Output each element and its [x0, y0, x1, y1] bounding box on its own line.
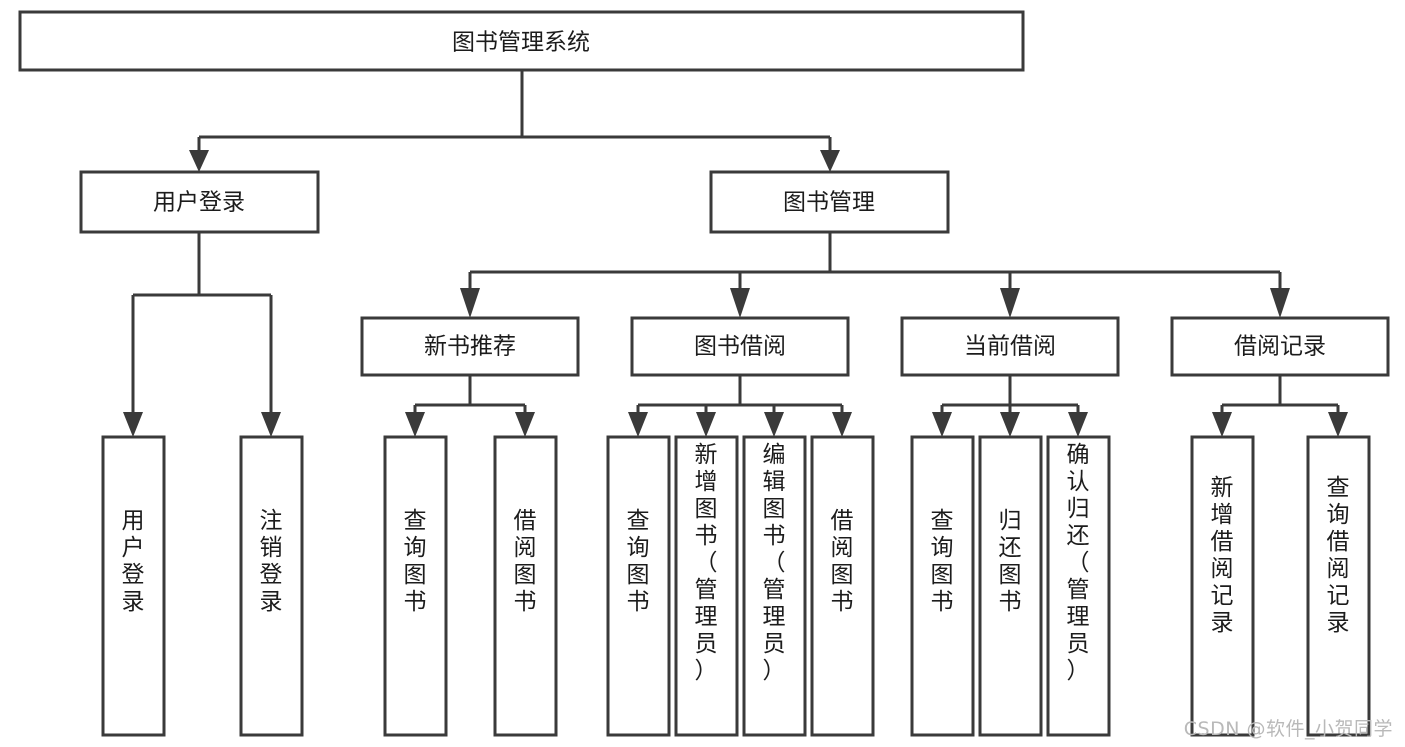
node-leaf-add-record-label: 新增借阅记录: [1211, 475, 1234, 636]
arrow-head-book-manage: [820, 150, 840, 172]
arrow-head-leaf-user-logout: [261, 412, 281, 437]
node-new-book-recommend-label: 新书推荐: [424, 334, 516, 360]
arrow-head-leaf-borrow-book-1: [515, 412, 535, 437]
node-leaf-user-logout-box[interactable]: [239, 435, 304, 737]
node-user-login[interactable]: 用户登录: [79, 170, 320, 234]
node-leaf-query-record[interactable]: 查询借阅记录: [1306, 435, 1371, 737]
node-leaf-query-book-1-label: 查询图书: [404, 508, 427, 615]
node-leaf-borrow-book-1-box[interactable]: [493, 435, 558, 737]
node-leaf-user-login[interactable]: 用户登录: [101, 435, 166, 737]
node-leaf-borrow-book-2-box[interactable]: [810, 435, 875, 737]
node-leaf-add-record[interactable]: 新增借阅记录: [1190, 435, 1255, 737]
arrow-head-leaf-edit-book: [764, 412, 784, 437]
arrow-head-leaf-borrow-book-2: [832, 412, 852, 437]
node-root[interactable]: 图书管理系统: [18, 10, 1025, 72]
node-leaf-query-book-2[interactable]: 查询图书: [606, 435, 671, 737]
arrow-head-leaf-confirm-return: [1068, 412, 1088, 437]
node-book-borrow[interactable]: 图书借阅: [630, 316, 850, 377]
node-book-manage-box[interactable]: [709, 170, 950, 234]
node-leaf-user-login-label: 用户登录: [122, 508, 145, 615]
node-leaf-add-record-box[interactable]: [1190, 435, 1255, 737]
node-leaf-query-record-label: 查询借阅记录: [1327, 475, 1350, 636]
node-new-book-recommend[interactable]: 新书推荐: [360, 316, 580, 377]
node-leaf-add-book[interactable]: 新增图书（管理员）: [674, 435, 739, 737]
node-book-borrow-box[interactable]: [630, 316, 850, 377]
node-book-borrow-label: 图书借阅: [694, 334, 786, 360]
arrow-head-leaf-add-record: [1212, 412, 1232, 437]
node-leaf-edit-book[interactable]: 编辑图书（管理员）: [742, 435, 807, 737]
node-leaf-edit-book-box[interactable]: [742, 435, 807, 737]
node-leaf-user-logout[interactable]: 注销登录: [239, 435, 304, 737]
node-user-login-box[interactable]: [79, 170, 320, 234]
node-leaf-confirm-return-box[interactable]: [1046, 435, 1111, 737]
arrow-head-current-borrow: [1000, 288, 1020, 318]
node-leaf-return-book-label: 归还图书: [999, 508, 1022, 615]
arrow-head-leaf-query-book-1: [405, 412, 425, 437]
node-leaf-borrow-book-2-label: 借阅图书: [831, 508, 854, 615]
node-leaf-add-book-label: 新增图书（管理员）: [695, 442, 718, 684]
arrow-head-leaf-return-book: [1000, 412, 1020, 437]
connector-layer: [123, 70, 1348, 437]
node-leaf-query-book-3-box[interactable]: [910, 435, 975, 737]
node-root-box[interactable]: [18, 10, 1025, 72]
node-book-manage[interactable]: 图书管理: [709, 170, 950, 234]
node-leaf-return-book-box[interactable]: [978, 435, 1043, 737]
arrow-head-borrow-record: [1270, 288, 1290, 318]
node-current-borrow-label: 当前借阅: [964, 334, 1056, 360]
arrow-head-leaf-query-book-2: [628, 412, 648, 437]
arrow-head-leaf-query-book-3: [932, 412, 952, 437]
arrow-head-book-borrow: [730, 288, 750, 318]
node-leaf-query-book-1[interactable]: 查询图书: [383, 435, 448, 737]
node-leaf-user-login-box[interactable]: [101, 435, 166, 737]
node-book-manage-label: 图书管理: [783, 190, 875, 216]
arrow-head-leaf-add-book: [696, 412, 716, 437]
node-root-label: 图书管理系统: [452, 30, 590, 56]
node-leaf-confirm-return[interactable]: 确认归还（管理员）: [1046, 435, 1111, 737]
node-leaf-return-book[interactable]: 归还图书: [978, 435, 1043, 737]
node-leaf-add-book-box[interactable]: [674, 435, 739, 737]
node-borrow-record[interactable]: 借阅记录: [1170, 316, 1390, 377]
csdn-watermark: CSDN @软件_小贺同学: [1183, 718, 1393, 740]
node-leaf-borrow-book-1[interactable]: 借阅图书: [493, 435, 558, 737]
node-current-borrow[interactable]: 当前借阅: [900, 316, 1120, 377]
node-new-book-recommend-box[interactable]: [360, 316, 580, 377]
arrow-head-leaf-user-login: [123, 412, 143, 437]
node-user-login-label: 用户登录: [153, 190, 245, 216]
node-leaf-query-book-3-label: 查询图书: [931, 508, 954, 615]
node-leaf-borrow-book-1-label: 借阅图书: [514, 508, 537, 615]
node-leaf-borrow-book-2[interactable]: 借阅图书: [810, 435, 875, 737]
arrow-head-new-book-recommend: [460, 288, 480, 318]
node-leaf-query-book-2-label: 查询图书: [627, 508, 650, 615]
node-leaf-query-book-1-box[interactable]: [383, 435, 448, 737]
node-borrow-record-label: 借阅记录: [1234, 334, 1326, 360]
node-leaf-query-book-3[interactable]: 查询图书: [910, 435, 975, 737]
node-leaf-query-book-2-box[interactable]: [606, 435, 671, 737]
node-leaf-edit-book-label: 编辑图书（管理员）: [763, 442, 786, 684]
arrow-head-user-login: [189, 150, 209, 172]
node-borrow-record-box[interactable]: [1170, 316, 1390, 377]
node-leaf-confirm-return-label: 确认归还（管理员）: [1067, 442, 1090, 684]
arrow-head-leaf-query-record: [1328, 412, 1348, 437]
node-leaf-query-record-box[interactable]: [1306, 435, 1371, 737]
node-leaf-user-logout-label: 注销登录: [260, 508, 283, 615]
node-current-borrow-box[interactable]: [900, 316, 1120, 377]
